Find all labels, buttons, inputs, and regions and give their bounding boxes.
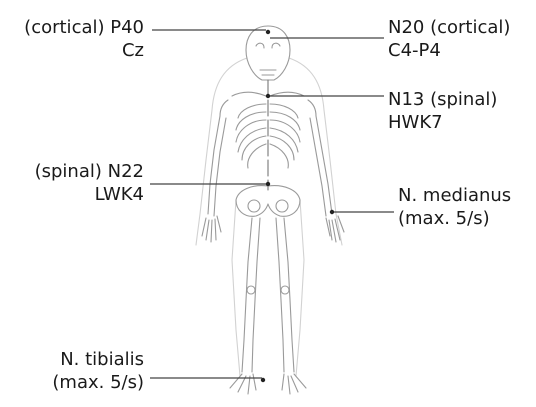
label-n22-site: LWK4 [35, 183, 144, 206]
electrode-hwk7 [266, 94, 270, 98]
label-tibialis: N. tibialis (max. 5/s) [52, 348, 144, 394]
label-p40-title: (cortical) P40 [24, 16, 144, 39]
label-n13-site: HWK7 [388, 111, 497, 134]
label-tibialis-title: N. tibialis [52, 348, 144, 371]
label-n20-site: C4-P4 [388, 39, 510, 62]
label-tibialis-rate: (max. 5/s) [52, 371, 144, 394]
label-n13-title: N13 (spinal) [388, 88, 497, 111]
label-p40-site: Cz [24, 39, 144, 62]
label-n22: (spinal) N22 LWK4 [35, 160, 144, 206]
label-n20: N20 (cortical) C4-P4 [388, 16, 510, 62]
label-n13: N13 (spinal) HWK7 [388, 88, 497, 134]
label-medianus-rate: (max. 5/s) [398, 207, 511, 230]
label-p40: (cortical) P40 Cz [24, 16, 144, 62]
label-n22-title: (spinal) N22 [35, 160, 144, 183]
label-medianus-title: N. medianus [398, 184, 511, 207]
label-n20-title: N20 (cortical) [388, 16, 510, 39]
label-medianus: N. medianus (max. 5/s) [398, 184, 511, 230]
electrode-medianus [330, 210, 334, 214]
electrode-cz [266, 30, 270, 34]
electrode-lwk4 [266, 182, 270, 186]
